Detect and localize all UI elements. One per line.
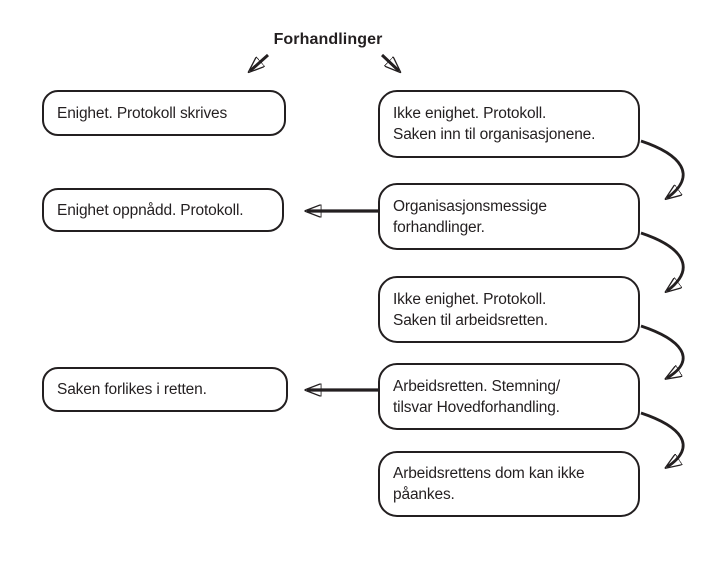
box-text-line: Arbeidsrettens dom kan ikke	[393, 465, 585, 482]
box-text-line: forhandlinger.	[393, 218, 485, 236]
curved-arrow-r4-to-r5-icon	[640, 411, 685, 467]
curved-arrow-r1-to-r2-icon	[640, 139, 685, 198]
box-text-line: Saken forlikes i retten.	[57, 381, 207, 398]
curved-arrow-r3-to-r4-icon	[640, 324, 685, 378]
arrow-forhandlinger-to-enighet-icon	[250, 53, 269, 71]
box-text-line: Ikke enighet. Protokoll.	[393, 105, 547, 122]
box-text-line: Saken inn til organisasjonene.	[393, 126, 596, 143]
box-text-line: tilsvar Hovedforhandling.	[393, 398, 560, 416]
box-ikke-enighet-til-arbeidsretten: Ikke enighet. Protokoll. Saken til arbei…	[378, 276, 640, 343]
arrow-forhandlinger-to-ikke-enighet-icon	[380, 53, 399, 71]
box-text-line: Organisasjonsmessige	[393, 197, 547, 215]
box-text-line: Enighet. Protokoll skrives	[57, 104, 228, 122]
box-ikke-enighet-til-organisasjonene: Ikke enighet. Protokoll. Saken inn til o…	[378, 90, 640, 158]
curved-arrow-r2-to-r3-icon	[640, 231, 685, 291]
box-arbeidsretten-stemning: Arbeidsretten. Stemning/ tilsvar Hovedfo…	[378, 363, 640, 430]
box-organisasjonsmessige-forhandlinger: Organisasjonsmessige forhandlinger.	[378, 183, 640, 250]
box-text-line: påankes.	[393, 486, 455, 503]
box-enighet-protokoll-skrives: Enighet. Protokoll skrives	[42, 90, 286, 136]
box-text-line: Saken til arbeidsretten.	[393, 311, 548, 329]
box-enighet-oppnadd: Enighet oppnådd. Protokoll.	[42, 188, 284, 232]
box-text-line: Ikke enighet. Protokoll.	[393, 290, 547, 308]
box-text-line: Arbeidsretten. Stemning/	[393, 377, 560, 395]
box-saken-forlikes: Saken forlikes i retten.	[42, 367, 288, 412]
box-text-line: Enighet oppnådd. Protokoll.	[57, 201, 244, 219]
box-arbeidsrettens-dom: Arbeidsrettens dom kan ikke påankes.	[378, 451, 640, 517]
diagram-title: Forhandlinger	[273, 31, 383, 48]
